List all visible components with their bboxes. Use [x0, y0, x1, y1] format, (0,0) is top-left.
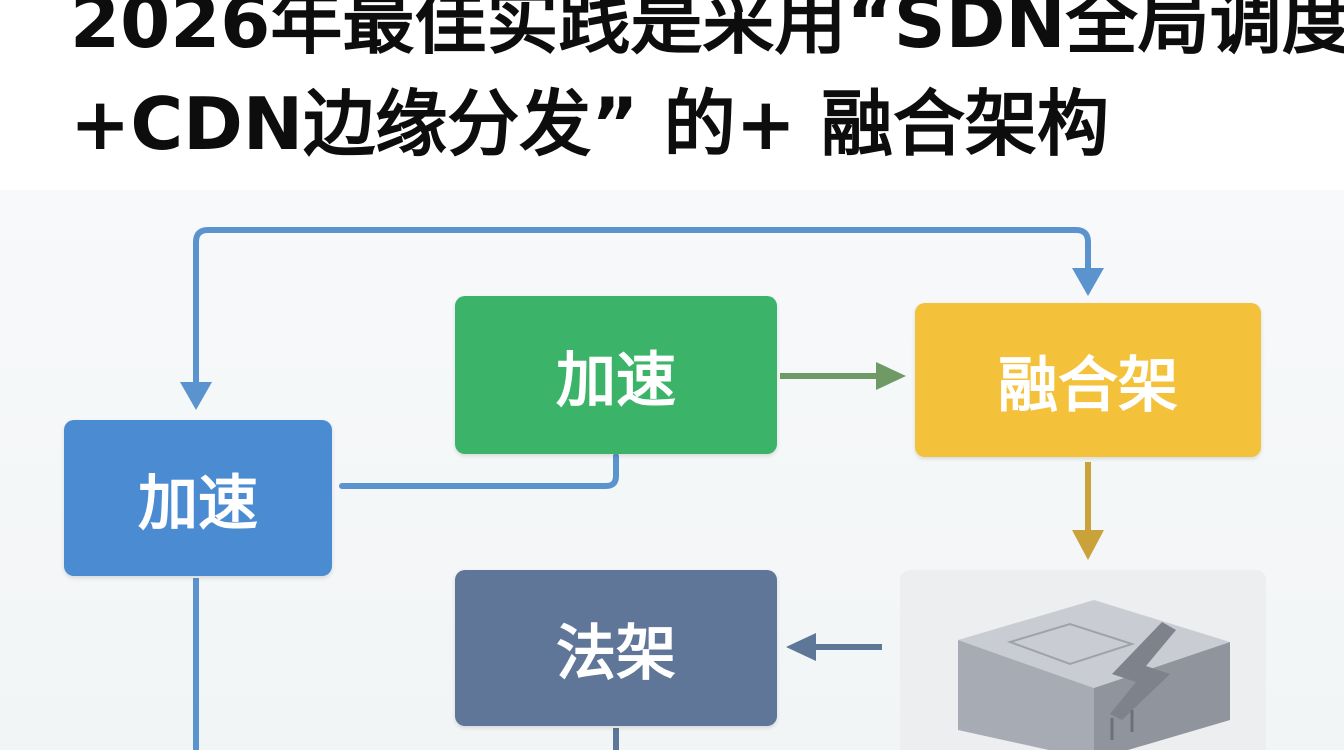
node-green: 加速 [455, 296, 777, 454]
connector-top-loop [193, 227, 1091, 395]
arrowhead-top-loop-down [1072, 268, 1104, 296]
device-panel [900, 570, 1266, 750]
title-line-2: +CDN边缘分发” 的+ 融合架构 [70, 82, 1109, 166]
node-yellow: 融合架 [915, 303, 1261, 457]
arrowhead-green-to-yellow [876, 362, 906, 390]
arrowhead-device-to-slate [786, 633, 816, 661]
arrowhead-yellow-to-device [1072, 530, 1104, 560]
title-line-1: 2026年最佳实践是采用“SDN全局调度 [70, 0, 1344, 64]
node-slate: 法架 [455, 570, 777, 726]
server-block-icon [958, 600, 1230, 750]
arrowhead-into-blue-node [180, 382, 212, 410]
connector-green-to-blue [339, 453, 619, 489]
node-blue: 加速 [64, 420, 332, 576]
